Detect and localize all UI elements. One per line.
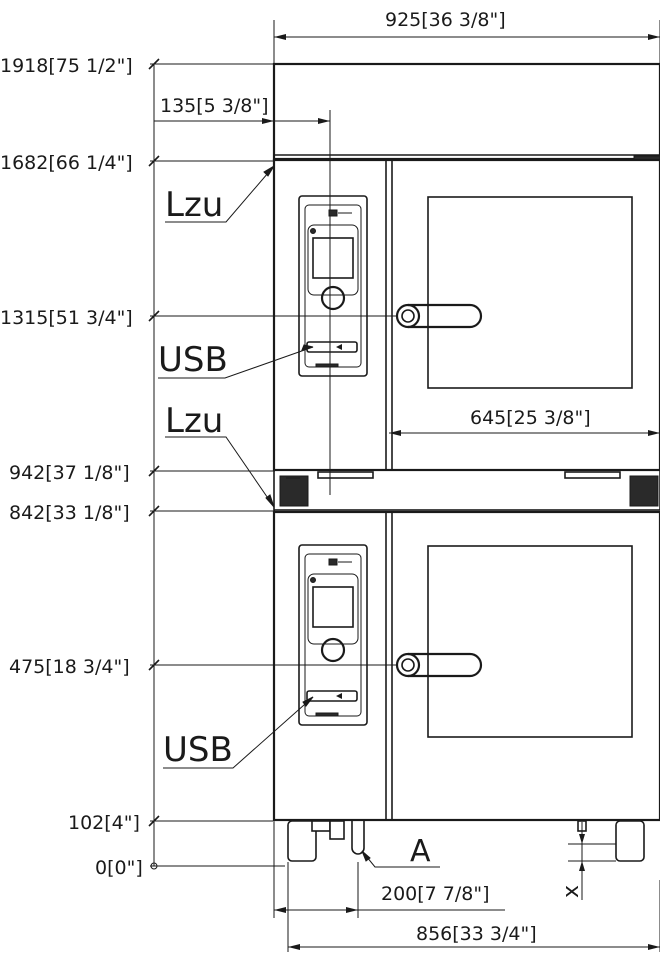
dim-label-drain-offset: 200[7 7/8"] [381, 883, 490, 905]
dim-label-floor: 0[0"] [95, 857, 143, 879]
dim-bottom [273, 822, 660, 952]
dim-value: 135 [160, 95, 196, 117]
dim-label-feet-top: 102[4"] [68, 812, 140, 834]
dim-value: 942 [9, 462, 45, 484]
dim-door-width [389, 430, 660, 436]
dim-value: 1918 [0, 55, 48, 77]
dim-width-overall [273, 20, 660, 64]
callout-leaders [158, 165, 440, 868]
dim-value: 475 [9, 656, 45, 678]
dim-bracket-value: [18 3/4"] [45, 656, 129, 678]
callout-usb-upper: USB [158, 340, 228, 380]
dim-label-panel-offset: 135[5 3/8"] [160, 95, 269, 117]
dim-bracket-value: [36 3/8"] [421, 9, 505, 31]
dim-bracket-value: [25 3/8"] [506, 407, 590, 429]
dim-value: 102 [68, 812, 104, 834]
dim-bracket-value: [4"] [104, 812, 140, 834]
dim-label-stack-gap-top: 942[37 1/8"] [9, 462, 130, 484]
callout-labels: Lzu USB Lzu USB A x [158, 185, 584, 898]
dim-label-door-width: 645[25 3/8"] [470, 407, 591, 429]
callout-lzu-lower: Lzu [165, 401, 223, 441]
dim-value: 200 [381, 883, 417, 905]
dim-value: 842 [9, 502, 45, 524]
dim-value: 1315 [0, 307, 48, 329]
dim-label-upper-top: 1682[66 1/4"] [0, 152, 133, 174]
dim-value: 1682 [0, 152, 48, 174]
oven-stack [272, 62, 660, 862]
dim-bracket-value: [75 1/2"] [48, 55, 132, 77]
dim-bracket-value: [66 1/4"] [48, 152, 132, 174]
dimension-labels: 925[36 3/8"] 1918[75 1/2"] 135[5 3/8"] 1… [0, 9, 591, 945]
callout-foot-adjust: x [559, 885, 584, 898]
dim-bracket-value: [0"] [107, 857, 143, 879]
callout-usb-lower: USB [163, 730, 233, 770]
dimension-ticks [148, 58, 160, 827]
dim-label-stack-gap-bottom: 842[33 1/8"] [9, 502, 130, 524]
dim-label-upper-handle: 1315[51 3/4"] [0, 307, 133, 329]
dim-label-feet-span: 856[33 3/4"] [416, 923, 537, 945]
dim-bracket-value: [51 3/4"] [48, 307, 132, 329]
dim-bracket-value: [33 1/8"] [45, 502, 129, 524]
dim-label-lower-handle: 475[18 3/4"] [9, 656, 130, 678]
dim-value: 0 [95, 857, 107, 879]
callout-drain-label: A [410, 834, 431, 869]
dim-value: 925 [385, 9, 421, 31]
dim-foot-adjust [568, 822, 616, 900]
dim-panel-offset [154, 110, 331, 495]
dim-value: 856 [416, 923, 452, 945]
callout-lzu-upper: Lzu [165, 185, 223, 225]
dim-value: 645 [470, 407, 506, 429]
dim-label-width-overall: 925[36 3/8"] [385, 9, 506, 31]
dim-bracket-value: [37 1/8"] [45, 462, 129, 484]
dim-bracket-value: [33 3/4"] [452, 923, 536, 945]
dim-label-height-total: 1918[75 1/2"] [0, 55, 133, 77]
dim-bracket-value: [5 3/8"] [196, 95, 268, 117]
dim-bracket-value: [7 7/8"] [417, 883, 489, 905]
origin-marker [150, 862, 158, 870]
